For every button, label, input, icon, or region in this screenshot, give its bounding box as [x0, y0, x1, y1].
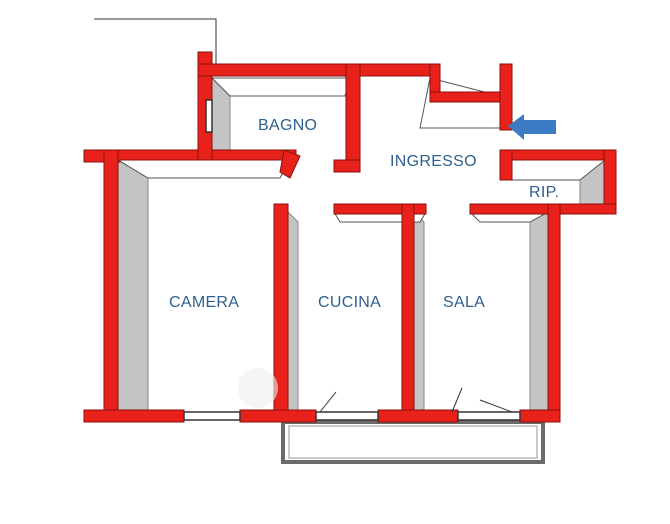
- sala-window-sash-right: [479, 399, 513, 413]
- room-label-ingresso: INGRESSO: [390, 153, 477, 170]
- window-cucina: [315, 411, 379, 421]
- wall-sala-east: [547, 203, 561, 423]
- wall-ingresso-north: [429, 91, 509, 103]
- wall-bagno-east-foot: [333, 159, 361, 173]
- window-camera: [183, 411, 241, 421]
- room-label-camera: CAMERA: [169, 294, 239, 311]
- sala-east-wall-face: [529, 211, 549, 413]
- camera-west-wall-face: [117, 159, 149, 421]
- wall-bagno-north: [197, 63, 437, 77]
- wall-south-camera-left: [83, 409, 185, 423]
- cucina-west-wall-face: [287, 210, 299, 420]
- cucina-window-sash: [319, 391, 337, 413]
- wall-camera-west: [103, 149, 119, 423]
- room-label-bagno: BAGNO: [258, 117, 317, 134]
- wall-rip-north: [499, 149, 617, 161]
- room-label-cucina: CUCINA: [318, 294, 381, 311]
- watermark-logo-icon: [238, 368, 278, 408]
- sala-west-wall-face: [413, 210, 425, 420]
- wall-ingresso-east-lower: [499, 149, 513, 181]
- window-sala: [457, 411, 521, 421]
- camera-north-top: [116, 159, 291, 179]
- wall-south-camera-cucina: [239, 409, 317, 423]
- wall-bagno-east: [345, 63, 361, 173]
- wall-cucina-north: [333, 203, 427, 215]
- wall-south-sala-right: [519, 409, 561, 423]
- wall-south-cucina-sala: [377, 409, 459, 423]
- wall-ingresso-north-step: [429, 63, 441, 95]
- bagno-north-top: [210, 77, 351, 97]
- wall-rip-east: [603, 149, 617, 213]
- wall-rip-south: [469, 203, 617, 215]
- site-boundary-line: [94, 18, 217, 66]
- wall-cucina-sala: [401, 203, 415, 423]
- wall-camera-north-end: [279, 149, 301, 179]
- balcony-inner: [288, 425, 538, 459]
- sala-window-sash-left: [451, 387, 463, 413]
- room-label-ripostiglio: RIP.: [529, 184, 559, 201]
- wall-ingresso-east-upper: [499, 63, 513, 131]
- arrow-left-icon: [508, 114, 556, 140]
- window-bagno: [205, 99, 213, 133]
- balcony: [281, 420, 545, 464]
- room-label-sala: SALA: [443, 294, 485, 311]
